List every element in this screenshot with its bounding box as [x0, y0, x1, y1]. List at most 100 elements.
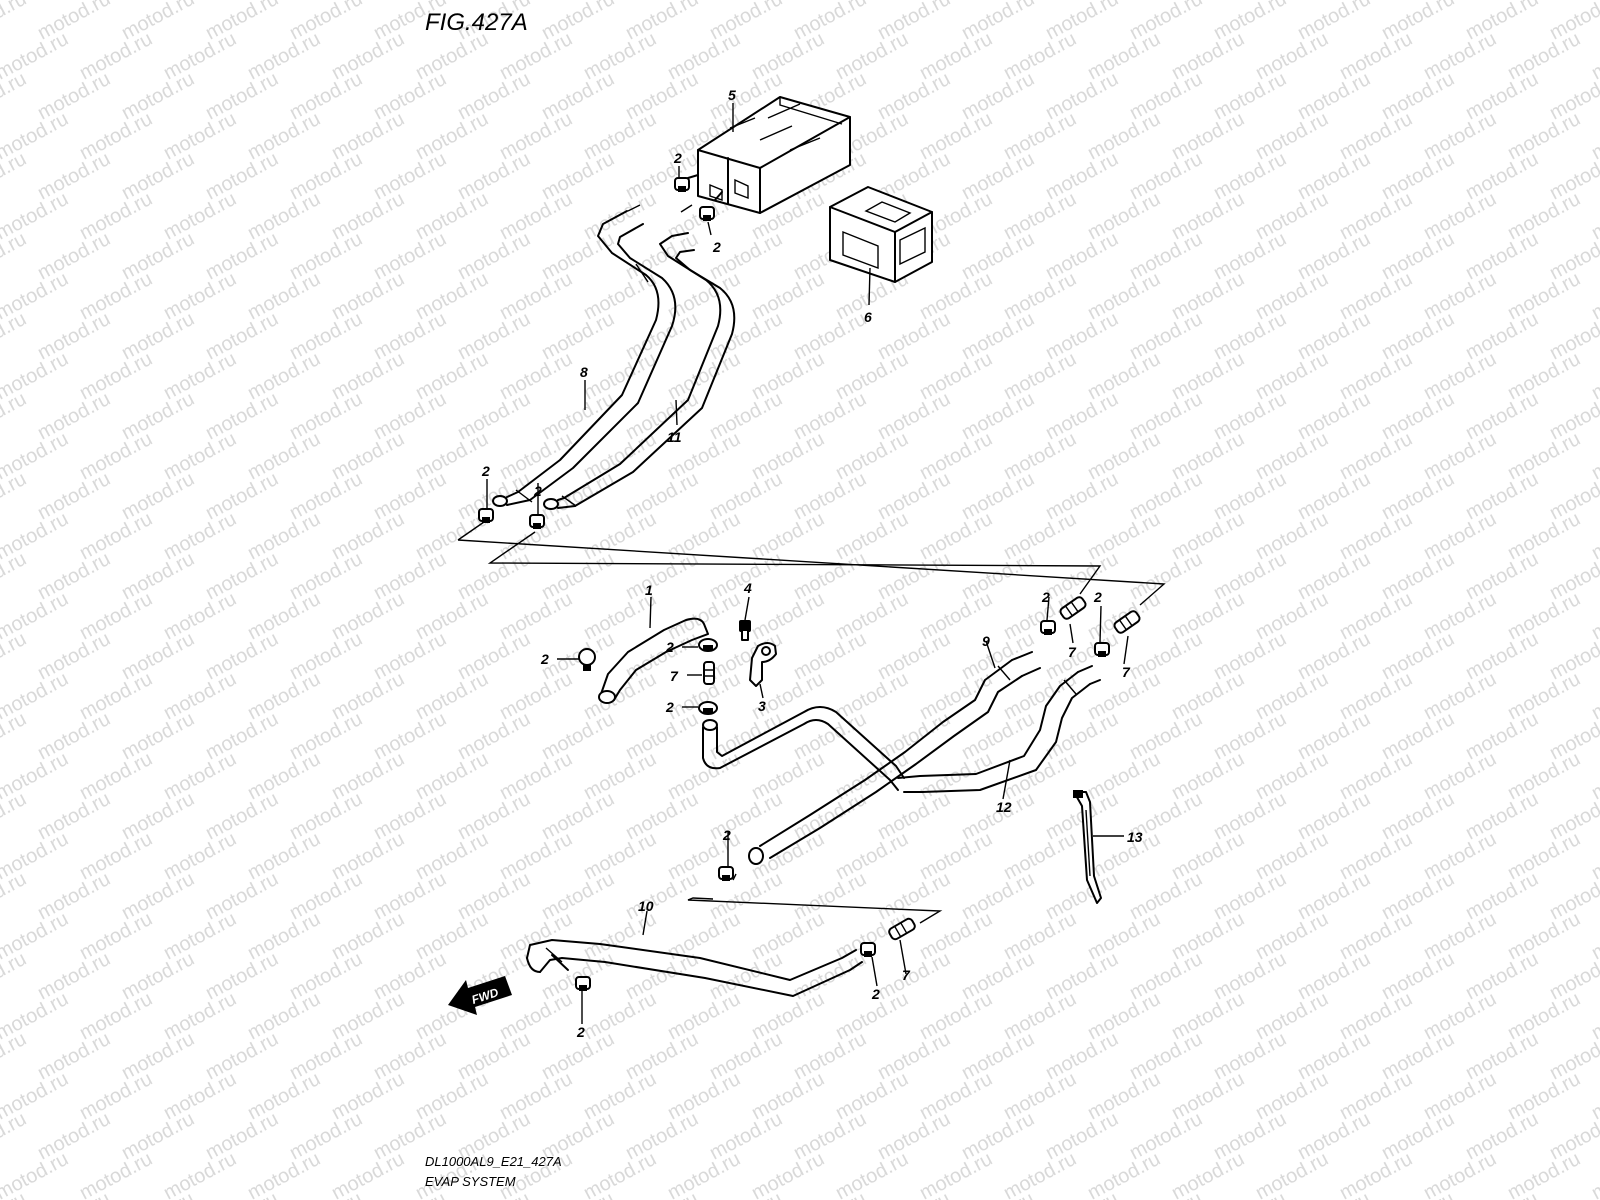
watermark-text: motod.ru	[328, 1148, 408, 1200]
hose-10	[526, 939, 863, 997]
watermark-text: motod.ru	[1420, 908, 1500, 964]
watermark-text: motod.ru	[202, 1188, 282, 1200]
watermark-text: motod.ru	[286, 948, 366, 1004]
watermark-text: motod.ru	[580, 748, 660, 804]
watermark-text: motod.ru	[1420, 748, 1500, 804]
watermark-text: motod.ru	[1546, 788, 1600, 844]
watermark-text: motod.ru	[916, 348, 996, 404]
watermark-text: motod.ru	[664, 28, 744, 84]
watermark-text: motod.ru	[538, 0, 618, 44]
watermark-text: motod.ru	[370, 388, 450, 444]
hose-1	[598, 617, 709, 704]
watermark-text: motod.ru	[1126, 548, 1206, 604]
watermark-text: motod.ru	[1378, 148, 1458, 204]
callout-2-hose1-left: 2	[540, 651, 549, 667]
watermark-text: motod.ru	[1294, 388, 1374, 444]
watermark-text: motod.ru	[1126, 708, 1206, 764]
watermark-text: motod.ru	[1546, 948, 1600, 1004]
watermark-text: motod.ru	[1462, 628, 1542, 684]
watermark-text: motod.ru	[1000, 668, 1080, 724]
watermark-text: motod.ru	[76, 828, 156, 884]
callout-5: 5	[728, 87, 736, 103]
watermark-text: motod.ru	[160, 1068, 240, 1124]
watermark-text: motod.ru	[454, 68, 534, 124]
watermark-text: motod.ru	[1420, 668, 1500, 724]
watermark-text: motod.ru	[1378, 868, 1458, 924]
watermark-text: motod.ru	[1462, 948, 1542, 1004]
watermark-text: motod.ru	[958, 68, 1038, 124]
watermark-text: motod.ru	[412, 0, 492, 4]
watermark-text: motod.ru	[916, 508, 996, 564]
watermark-text: motod.ru	[748, 0, 828, 4]
watermark-text: motod.ru	[664, 268, 744, 324]
watermark-text: motod.ru	[1210, 148, 1290, 204]
watermark-text: motod.ru	[1336, 0, 1416, 4]
watermark-text: motod.ru	[202, 68, 282, 124]
watermark-text: motod.ru	[1084, 1068, 1164, 1124]
watermark-text: motod.ru	[1336, 588, 1416, 644]
watermark-text: motod.ru	[0, 1068, 72, 1124]
watermark-text: motod.ru	[748, 508, 828, 564]
watermark-text: motod.ru	[1546, 228, 1600, 284]
watermark-text: motod.ru	[328, 108, 408, 164]
watermark-text: motod.ru	[370, 948, 450, 1004]
watermark-text: motod.ru	[1546, 148, 1600, 204]
watermark-text: motod.ru	[454, 228, 534, 284]
watermark-text: motod.ru	[1084, 508, 1164, 564]
watermark-text: motod.ru	[0, 628, 30, 684]
watermark-text: motod.ru	[0, 148, 30, 204]
watermark-text: motod.ru	[790, 1108, 870, 1164]
watermark-text: motod.ru	[34, 308, 114, 364]
joint-center	[703, 661, 715, 685]
watermark-text: motod.ru	[706, 388, 786, 444]
watermark-text: motod.ru	[370, 1028, 450, 1084]
callout-2-canister-left: 2	[673, 150, 682, 166]
watermark-text: motod.ru	[454, 1028, 534, 1084]
watermark-text: motod.ru	[76, 348, 156, 404]
watermark-text: motod.ru	[874, 308, 954, 364]
watermark-text: motod.ru	[1420, 988, 1500, 1044]
watermark-text: motod.ru	[1252, 508, 1332, 564]
watermark-text: motod.ru	[1378, 548, 1458, 604]
watermark-text: motod.ru	[0, 708, 30, 764]
watermark-text: motod.ru	[706, 1028, 786, 1084]
watermark-text: motod.ru	[1168, 348, 1248, 404]
watermark-text: motod.ru	[1252, 588, 1332, 644]
watermark-text: motod.ru	[370, 1188, 450, 1200]
watermark-text: motod.ru	[664, 0, 744, 4]
watermark-text: motod.ru	[790, 388, 870, 444]
watermark-text: motod.ru	[1168, 828, 1248, 884]
watermark-text: motod.ru	[1378, 1028, 1458, 1084]
callout-2-hose10-right: 2	[871, 986, 880, 1002]
watermark-text: motod.ru	[286, 228, 366, 284]
watermark-text: motod.ru	[1126, 228, 1206, 284]
watermark-text: motod.ru	[622, 628, 702, 684]
watermark-text: motod.ru	[916, 28, 996, 84]
watermark-text: motod.ru	[1504, 0, 1584, 4]
joint-hose9	[1059, 596, 1087, 620]
watermark-text: motod.ru	[76, 0, 156, 4]
watermark-text: motod.ru	[958, 1108, 1038, 1164]
watermark-text: motod.ru	[664, 988, 744, 1044]
watermark-text: motod.ru	[1462, 148, 1542, 204]
watermark-text: motod.ru	[1042, 1028, 1122, 1084]
figure-code: DL1000AL9_E21_427A	[425, 1154, 562, 1169]
watermark-text: motod.ru	[1504, 508, 1584, 564]
watermark-text: motod.ru	[1210, 468, 1290, 524]
watermark-text: motod.ru	[1504, 1148, 1584, 1200]
watermark-text: motod.ru	[1294, 1108, 1374, 1164]
callout-8: 8	[580, 364, 588, 380]
watermark-text: motod.ru	[0, 348, 72, 404]
watermark-text: motod.ru	[1126, 148, 1206, 204]
watermark-text: motod.ru	[76, 428, 156, 484]
watermark-text: motod.ru	[1168, 28, 1248, 84]
watermark-text: motod.ru	[370, 468, 450, 524]
watermark-text: motod.ru	[328, 348, 408, 404]
watermark-text: motod.ru	[0, 0, 30, 44]
watermark-text: motod.ru	[1462, 468, 1542, 524]
watermark-text: motod.ru	[622, 548, 702, 604]
watermark-text: motod.ru	[1168, 668, 1248, 724]
watermark-text: motod.ru	[748, 1068, 828, 1124]
watermark-text: motod.ru	[1168, 588, 1248, 644]
callout-1: 1	[645, 582, 653, 598]
